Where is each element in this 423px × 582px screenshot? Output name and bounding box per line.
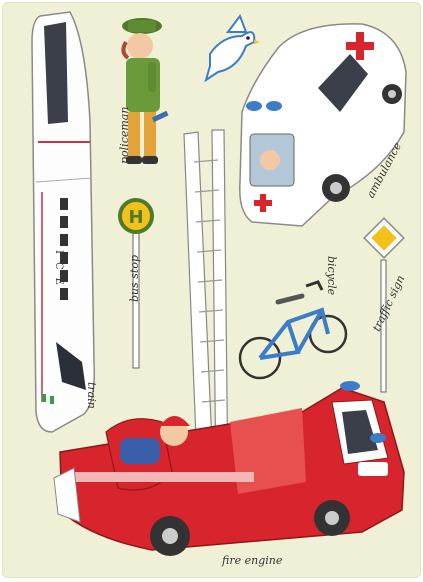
fire-engine-icon[interactable]: [53, 381, 405, 556]
bus-stop-letter: H: [128, 207, 143, 228]
ambulance-icon[interactable]: [239, 23, 407, 227]
priority-road-sign-icon[interactable]: [363, 217, 405, 393]
bus-stop-label: bus stop: [128, 255, 141, 302]
train-icon[interactable]: [31, 11, 96, 433]
policeman-label: policeman: [118, 106, 131, 164]
train-label: train: [85, 382, 98, 409]
fire-engine-label: fire engine: [222, 554, 283, 567]
bicycle-label: bicycle: [325, 256, 338, 296]
policeman-icon[interactable]: [121, 18, 169, 164]
dove-icon[interactable]: [204, 13, 260, 83]
bicycle-icon[interactable]: [238, 280, 348, 380]
ladder-icon: [183, 129, 229, 491]
train-car-text: ICE: [53, 250, 64, 293]
bus-stop-sign-icon[interactable]: H: [118, 198, 154, 369]
